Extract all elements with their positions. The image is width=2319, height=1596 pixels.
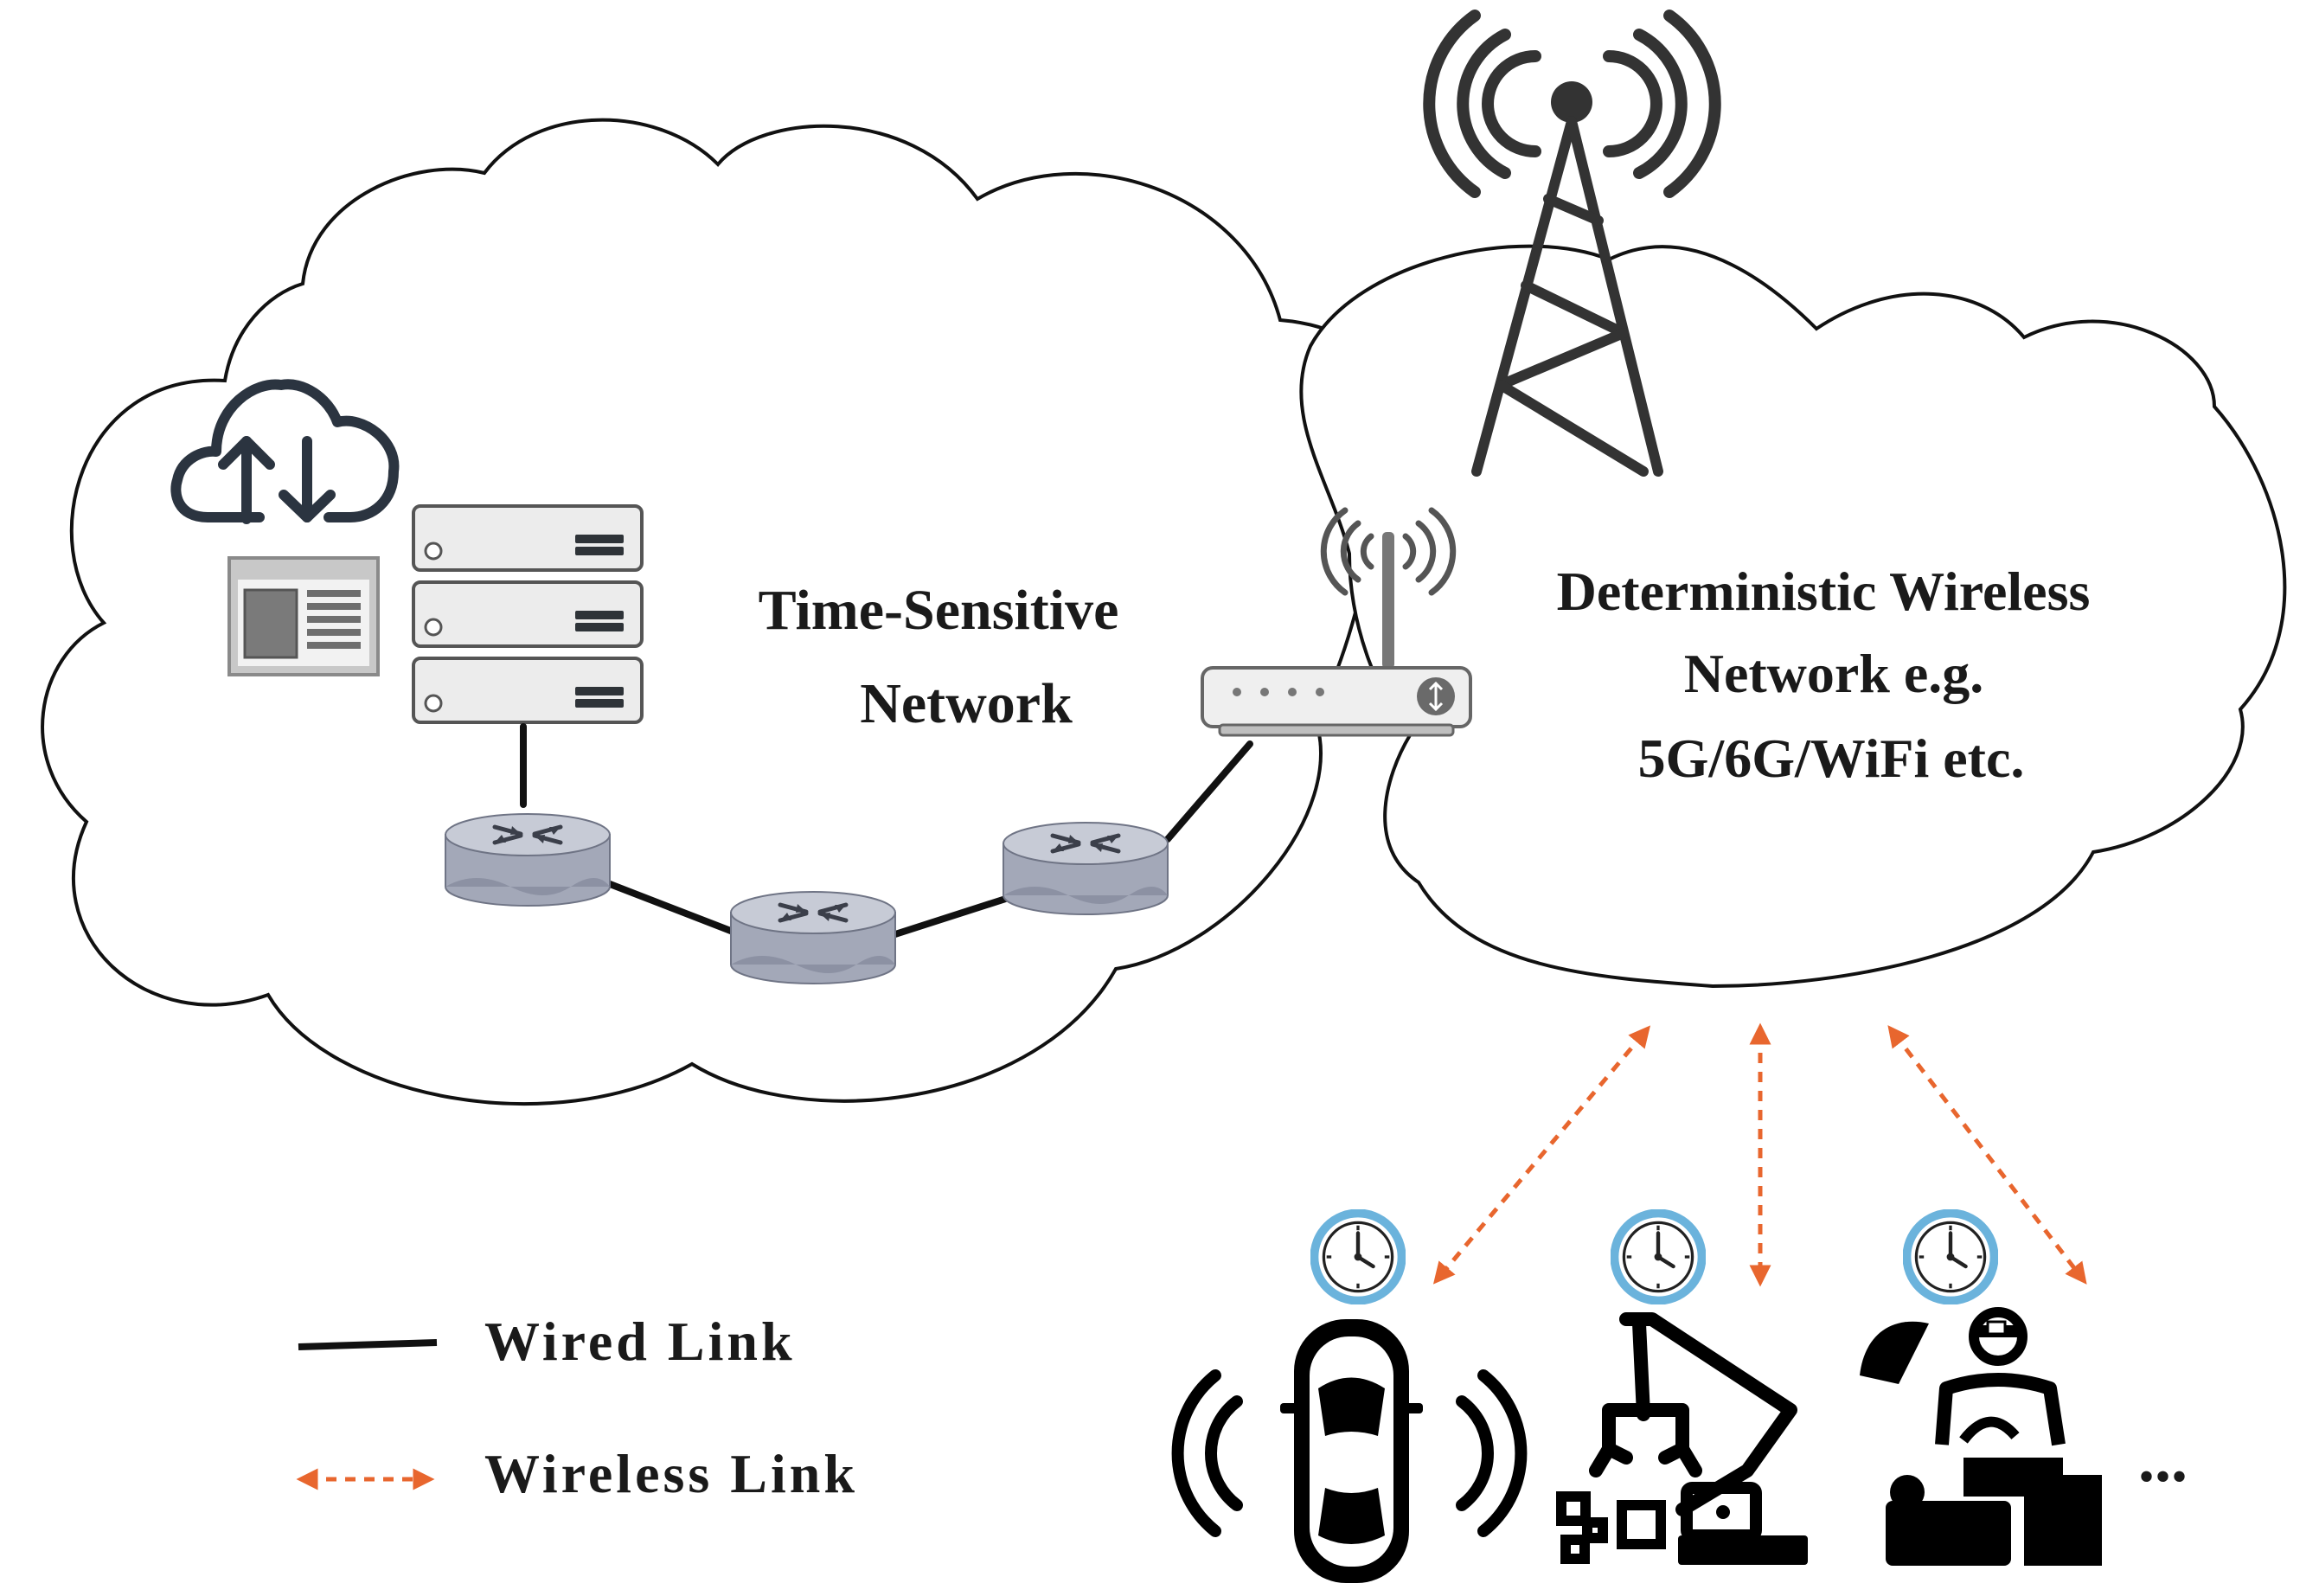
tsn-label-line2: Network xyxy=(860,672,1073,735)
server-stack-icon xyxy=(412,504,644,724)
router-1-icon xyxy=(445,814,610,906)
wireless-links xyxy=(1432,1022,2087,1287)
clock-icon xyxy=(1614,1213,1701,1300)
access-point-icon xyxy=(1201,507,1472,737)
wireless-label-line3: 5G/6G/WiFi etc. xyxy=(1638,727,2025,789)
industrial-robot-icon xyxy=(1556,1312,1808,1565)
cloud-sync-icon xyxy=(170,379,400,524)
surgeon-patient-icon xyxy=(1860,1307,2102,1566)
webpage-icon xyxy=(227,556,380,676)
router-3-icon xyxy=(1003,823,1168,914)
tsn-label-line1: Time-Sensitive xyxy=(759,579,1119,642)
router-2-icon xyxy=(731,892,895,984)
wireless-label-line1: Deterministic Wireless xyxy=(1557,561,2091,622)
clock-icon xyxy=(1314,1213,1401,1300)
legend: Wired Link Wireless Link xyxy=(296,1311,858,1504)
legend-wired-swatch xyxy=(298,1339,438,1350)
connected-car-icon xyxy=(1171,1319,1528,1583)
wireless-label-line2: Network e.g. xyxy=(1684,643,1984,704)
cell-tower-icon xyxy=(1423,10,1721,477)
legend-wired-label: Wired Link xyxy=(484,1311,796,1372)
wired-links xyxy=(520,723,1253,938)
clock-icon xyxy=(1906,1213,1994,1300)
more-devices-ellipsis: ... xyxy=(2138,1423,2188,1496)
legend-wireless-label: Wireless Link xyxy=(484,1443,858,1504)
